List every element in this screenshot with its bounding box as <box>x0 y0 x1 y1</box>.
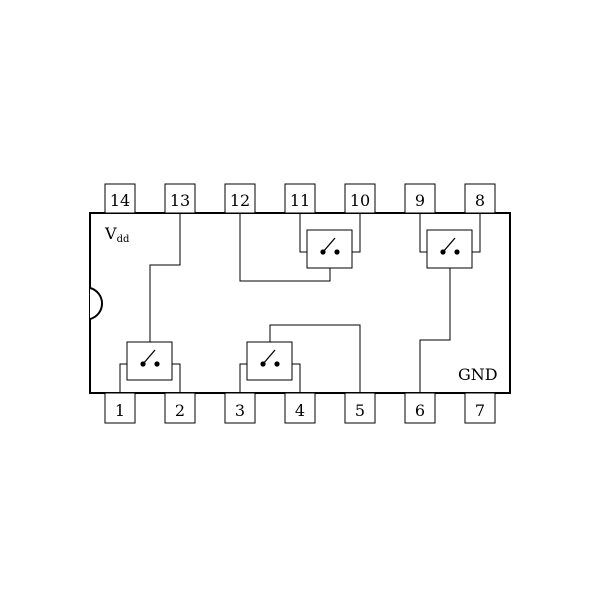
pin-1-label: 1 <box>115 401 125 420</box>
pin-6-label: 6 <box>415 401 425 420</box>
switch-d <box>426 229 473 269</box>
wire-pin6-switch-d <box>419 268 451 393</box>
switch-b <box>246 341 293 381</box>
pin-6-box <box>404 392 436 424</box>
pin-12-box <box>224 183 256 214</box>
switch-d-contact-right <box>454 249 460 255</box>
pin-13-box <box>164 183 196 214</box>
switch-c <box>306 229 353 269</box>
pin-5-box <box>344 392 376 424</box>
pin-8-label: 8 <box>475 191 485 210</box>
switch-d-box <box>426 229 473 269</box>
switch-b-contact-right <box>274 361 280 367</box>
switch-b-box <box>246 341 293 381</box>
wire-pin5-switch-b <box>269 324 361 393</box>
pin-7-label: 7 <box>475 401 485 420</box>
switch-a-lever <box>142 349 156 365</box>
pin-9-label: 9 <box>415 191 425 210</box>
pin-2-label: 2 <box>175 401 185 420</box>
bottom-pins: 1 2 3 4 5 6 7 <box>104 392 496 424</box>
pin-12-label: 12 <box>230 191 250 210</box>
switch-a-box <box>126 341 173 381</box>
gnd-label: GND <box>458 365 498 384</box>
vdd-label: Vdd <box>104 224 130 245</box>
switch-b-contact-left <box>260 361 266 367</box>
pin-4-label: 4 <box>295 401 305 420</box>
switch-c-lever <box>322 237 336 253</box>
pin-9-box <box>404 183 436 214</box>
switch-c-contact-left <box>320 249 326 255</box>
pin-10-box <box>344 183 376 214</box>
pin-4-box <box>284 392 316 424</box>
pin-8-box <box>464 183 496 214</box>
pin-14-box <box>104 183 136 214</box>
wire-pin12-switch-c <box>239 213 331 282</box>
switch-a-contact-left <box>140 361 146 367</box>
switch-b-lever <box>262 349 276 365</box>
pin-10-label: 10 <box>350 191 370 210</box>
switch-d-lever <box>442 237 456 253</box>
pin-13-label: 13 <box>170 191 190 210</box>
switch-a <box>126 341 173 381</box>
top-pins: 14 13 12 11 10 9 8 <box>104 183 496 214</box>
switch-a-contact-right <box>154 361 160 367</box>
chip-notch <box>89 287 103 320</box>
pin-3-box <box>224 392 256 424</box>
pin-14-label: 14 <box>110 191 130 210</box>
pin-7-box <box>464 392 496 424</box>
pin-5-label: 5 <box>355 401 365 420</box>
pin-2-box <box>164 392 196 424</box>
pin-11-label: 11 <box>290 191 310 210</box>
pin-3-label: 3 <box>235 401 245 420</box>
switch-d-contact-left <box>440 249 446 255</box>
pin-1-box <box>104 392 136 424</box>
switch-c-box <box>306 229 353 269</box>
wire-pin13-switch-a <box>149 213 181 342</box>
switch-c-contact-right <box>334 249 340 255</box>
